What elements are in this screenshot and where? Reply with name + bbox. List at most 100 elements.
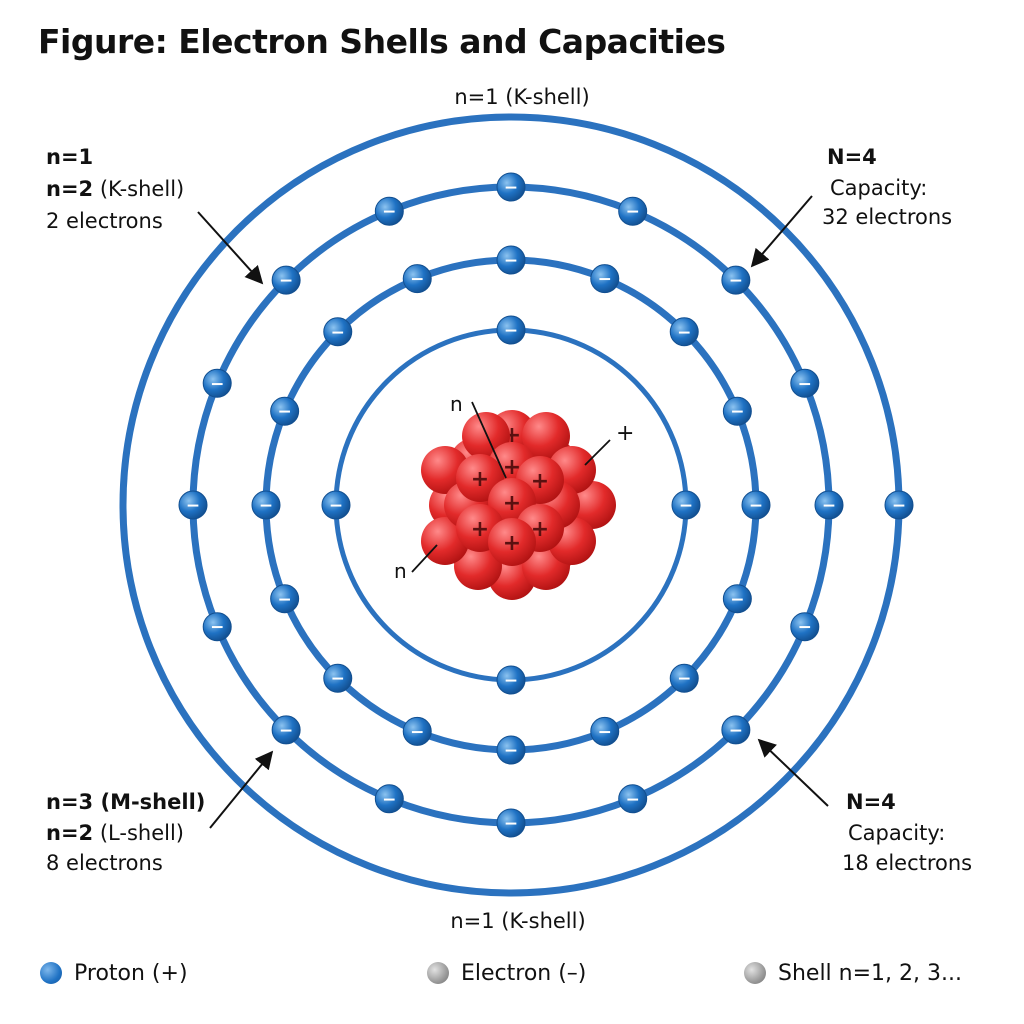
electron-shell-3: − bbox=[202, 612, 232, 642]
electron-minus-symbol: − bbox=[822, 496, 836, 516]
electron-shell-2: − bbox=[722, 584, 752, 614]
callout-bottom-left-line2: n=2 (L-shell) bbox=[46, 821, 184, 845]
bottom-shell-label: n=1 (K-shell) bbox=[450, 909, 585, 933]
electron-minus-symbol: − bbox=[504, 671, 518, 691]
electron-shell-3: − bbox=[271, 265, 301, 295]
electron-minus-symbol: − bbox=[729, 721, 743, 741]
electron-shell-2: − bbox=[496, 245, 526, 275]
proton-plus-symbol: + bbox=[471, 517, 489, 542]
electron-minus-symbol: − bbox=[504, 178, 518, 198]
electron-minus-symbol: − bbox=[730, 590, 744, 610]
electron-minus-symbol: − bbox=[278, 590, 292, 610]
electron-shell-3: − bbox=[790, 368, 820, 398]
electron-minus-symbol: − bbox=[892, 496, 906, 516]
electron-shell-2: − bbox=[323, 317, 353, 347]
electrons: −−−−−−−−−−−−−−−−−−−−−−−−−−−−−−−−−−−−− bbox=[178, 172, 914, 838]
electron-minus-symbol: − bbox=[677, 669, 691, 689]
callout-top-right-line1: N=4 bbox=[827, 145, 877, 169]
electron-shell-1: − bbox=[321, 490, 351, 520]
electron-minus-symbol: − bbox=[798, 374, 812, 394]
electron-shell-3: − bbox=[790, 612, 820, 642]
electron-shell-3: − bbox=[374, 784, 404, 814]
proton-label: + bbox=[616, 421, 634, 446]
electron-shell-2: − bbox=[741, 490, 771, 520]
electron-shell-3: − bbox=[374, 196, 404, 226]
electron-shell-3: − bbox=[202, 368, 232, 398]
neutron-sphere bbox=[522, 412, 570, 460]
callout-top-left-line3: 2 electrons bbox=[46, 209, 163, 233]
electron-shell-3: − bbox=[618, 196, 648, 226]
electron-shell-3: − bbox=[496, 808, 526, 838]
nucleus: ++++++++ bbox=[421, 410, 616, 600]
legend-shell: Shell n=1, 2, 3... bbox=[744, 958, 962, 988]
electron-minus-symbol: − bbox=[382, 202, 396, 222]
electron-shell-3: − bbox=[496, 172, 526, 202]
electron-minus-symbol: − bbox=[798, 618, 812, 638]
electron-minus-symbol: − bbox=[279, 271, 293, 291]
callout-top-left-line2: n=2 (K-shell) bbox=[46, 177, 184, 201]
neutron-label-bottom: n bbox=[394, 559, 407, 583]
grey-sphere-icon bbox=[744, 962, 766, 984]
top-shell-label: n=1 (K-shell) bbox=[454, 85, 589, 109]
electron-minus-symbol: − bbox=[504, 251, 518, 271]
electron-shell-2: − bbox=[669, 317, 699, 347]
electron-minus-symbol: − bbox=[259, 496, 273, 516]
neutron-sphere bbox=[454, 542, 502, 590]
legend-proton: Proton (+) bbox=[40, 958, 188, 988]
electron-minus-symbol: − bbox=[210, 618, 224, 638]
electron-minus-symbol: − bbox=[331, 669, 345, 689]
electron-minus-symbol: − bbox=[749, 496, 763, 516]
electron-minus-symbol: − bbox=[626, 202, 640, 222]
electron-minus-symbol: − bbox=[504, 321, 518, 341]
electron-minus-symbol: − bbox=[210, 374, 224, 394]
electron-minus-symbol: − bbox=[331, 323, 345, 343]
callout-top-right: N=4 Capacity: 32 electrons bbox=[750, 145, 952, 268]
electron-shell-2: − bbox=[722, 396, 752, 426]
electron-minus-symbol: − bbox=[598, 270, 612, 290]
legend-electron-label: Electron (–) bbox=[461, 960, 587, 986]
callout-bottom-left: n=3 (M-shell) n=2 (L-shell) 8 electrons bbox=[46, 750, 274, 875]
callout-bottom-right: N=4 Capacity: 18 electrons bbox=[757, 738, 972, 875]
electron-minus-symbol: − bbox=[279, 721, 293, 741]
proton-plus-symbol: + bbox=[471, 467, 489, 492]
neutron-label-top: n bbox=[450, 392, 463, 416]
proton-plus-symbol: + bbox=[503, 491, 521, 516]
electron-shell-2: − bbox=[323, 663, 353, 693]
electron-shell-2: − bbox=[590, 264, 620, 294]
electron-shell-3: − bbox=[721, 265, 751, 295]
proton-plus-symbol: + bbox=[503, 531, 521, 556]
callout-top-left: n=1 n=2 (K-shell) 2 electrons bbox=[46, 145, 264, 285]
neutron-sphere bbox=[568, 481, 616, 529]
blue-sphere-icon bbox=[40, 962, 62, 984]
callout-bottom-right-line3: 18 electrons bbox=[842, 851, 972, 875]
proton-plus-symbol: + bbox=[503, 455, 521, 480]
electron-minus-symbol: − bbox=[329, 496, 343, 516]
legend-proton-label: Proton (+) bbox=[74, 960, 188, 986]
proton-sphere: + bbox=[488, 518, 536, 566]
electron-shell-3: − bbox=[721, 715, 751, 745]
callout-top-left-line1: n=1 bbox=[46, 145, 93, 169]
proton-plus-symbol: + bbox=[531, 469, 549, 494]
electron-minus-symbol: − bbox=[626, 790, 640, 810]
electron-minus-symbol: − bbox=[186, 496, 200, 516]
grey-sphere-icon bbox=[427, 962, 449, 984]
figure-title: Figure: Electron Shells and Capacities bbox=[38, 22, 726, 61]
electron-shell-2: − bbox=[402, 716, 432, 746]
electron-shell-3: − bbox=[178, 490, 208, 520]
electron-shell-2: − bbox=[496, 735, 526, 765]
electron-shell-1: − bbox=[496, 315, 526, 345]
electron-minus-symbol: − bbox=[504, 741, 518, 761]
electron-minus-symbol: − bbox=[504, 814, 518, 834]
electron-shell-2: − bbox=[270, 584, 300, 614]
electron-shell-2: − bbox=[590, 716, 620, 746]
electron-shell-3: − bbox=[271, 715, 301, 745]
callout-bottom-left-line3: 8 electrons bbox=[46, 851, 163, 875]
electron-minus-symbol: − bbox=[278, 402, 292, 422]
electron-minus-symbol: − bbox=[598, 722, 612, 742]
electron-minus-symbol: − bbox=[382, 790, 396, 810]
electron-shell-2: − bbox=[270, 396, 300, 426]
electron-shell-1: − bbox=[671, 490, 701, 520]
electron-minus-symbol: − bbox=[679, 496, 693, 516]
electron-shell-3: − bbox=[618, 784, 648, 814]
